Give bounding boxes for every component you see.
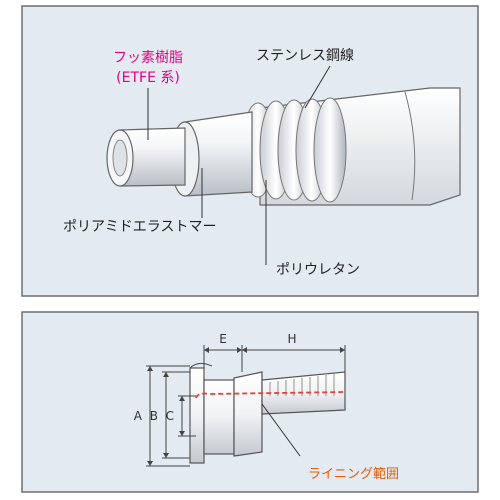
dim-label-a: A [134,409,143,423]
dim-label-b: B [150,409,158,423]
dim-label-e: E [219,332,227,346]
label-polyamide-elastomer: ポリアミドエラストマー [63,219,216,235]
label-etfe-line1: フッ素樹脂 [113,50,183,66]
leader-lining [261,403,301,457]
dim-label-h: H [287,332,296,346]
label-stainless-wire: ステンレス鋼線 [256,48,354,64]
label-lining-range: ライニング範囲 [308,467,399,482]
leader-stainless [304,65,331,109]
label-etfe-line2: (ETFE 系) [116,70,180,86]
dim-label-c: C [166,409,174,423]
etfe-tube-bore [112,139,128,177]
dimension-arrows [147,347,345,466]
label-polyurethane: ポリウレタン [276,262,360,278]
dimension-lines [146,345,346,467]
stainless-wire-coil [241,97,347,203]
jacket-cut-edge [404,91,416,201]
lining-range-line [195,391,346,399]
